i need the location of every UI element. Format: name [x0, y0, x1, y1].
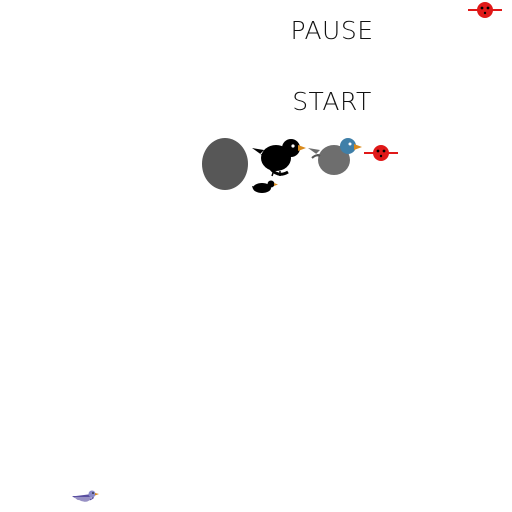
egg-icon[interactable]	[200, 136, 250, 192]
small-black-crow-icon[interactable]	[250, 178, 280, 194]
grey-crow-icon[interactable]	[306, 134, 364, 178]
black-crow-icon[interactable]	[250, 134, 308, 178]
striped-duck-icon[interactable]	[70, 488, 100, 506]
red-bug-icon[interactable]	[364, 142, 398, 164]
red-bug-icon[interactable]	[468, 0, 502, 20]
start-button[interactable]: START	[292, 87, 372, 116]
pause-button[interactable]: PAUSE	[290, 16, 374, 45]
